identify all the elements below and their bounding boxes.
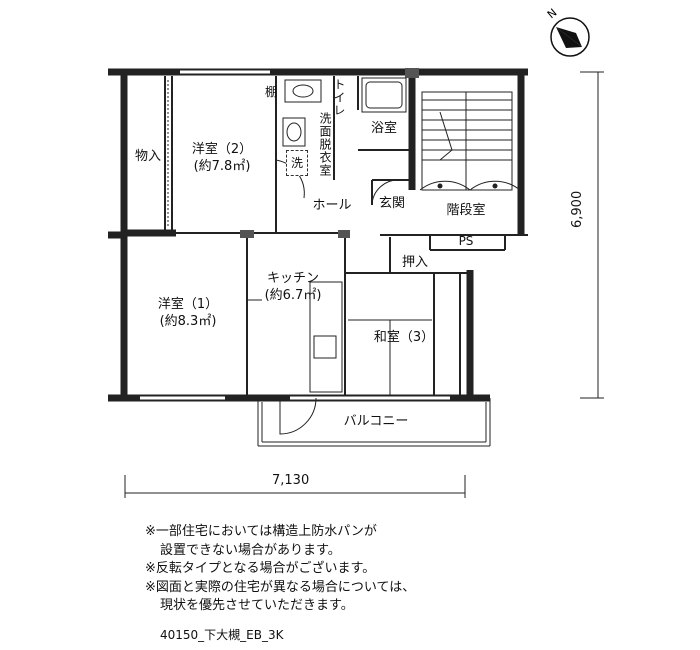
compass-n-label: N <box>545 6 560 21</box>
room-western1-area: (約8.3㎡) <box>159 314 217 329</box>
room-western2-name: 洋室（2） <box>191 142 253 157</box>
note-line-5: 現状を優先させていただきます。 <box>160 598 354 613</box>
washing-machine-space: 洗 <box>286 150 308 176</box>
room-washroom: 洗面脱衣室 <box>318 112 332 177</box>
room-entrance: 玄関 <box>378 196 406 211</box>
room-japanese3: 和室（3） <box>373 330 435 345</box>
wall-blocks <box>240 68 419 238</box>
room-shelf: 棚 <box>265 85 278 99</box>
note-line-3: ※反転タイプとなる場合がございます。 <box>145 561 376 576</box>
pipe-space-label: PS <box>458 234 474 248</box>
plan-code: 40150_下大槻_EB_3K <box>160 628 284 642</box>
room-kitchen-area: (約6.7㎡) <box>264 288 322 303</box>
room-stairs: 階段室 <box>446 203 486 218</box>
sink-fixture <box>282 117 306 147</box>
room-balcony: バルコニー <box>343 414 409 429</box>
dimension-lines <box>124 71 604 498</box>
room-storage: 物入 <box>135 149 162 164</box>
note-line-2: 設置できない場合があります。 <box>160 542 341 558</box>
room-western1-name: 洋室（1） <box>157 297 219 312</box>
windows <box>140 70 450 400</box>
bathtub-fixture <box>361 77 407 113</box>
depth-dimension: 6,900 <box>570 190 585 228</box>
note-line-1: ※一部住宅においては構造上防水パンが <box>145 524 377 539</box>
kitchen-counter <box>309 281 343 393</box>
room-kitchen-name: キッチン <box>266 271 320 286</box>
balcony-outline <box>257 398 491 447</box>
room-western2-area: (約7.8㎡) <box>193 159 251 174</box>
japanese-room-lines <box>348 319 432 395</box>
toilet-fixture <box>284 79 322 103</box>
note-line-4: ※図面と実際の住宅が異なる場合については、 <box>145 579 416 595</box>
staircase <box>421 91 513 191</box>
north-compass-icon: N <box>545 6 590 57</box>
width-dimension: 7,130 <box>272 473 310 488</box>
room-toilet: トイレ <box>332 78 346 117</box>
room-closet: 押入 <box>401 255 429 270</box>
notes: ※一部住宅においては構造上防水パンが 設置できない場合があります。 ※反転タイプ… <box>145 523 415 616</box>
interior-walls <box>124 76 528 395</box>
room-hall: ホール <box>312 198 352 213</box>
room-bath: 浴室 <box>370 121 398 136</box>
